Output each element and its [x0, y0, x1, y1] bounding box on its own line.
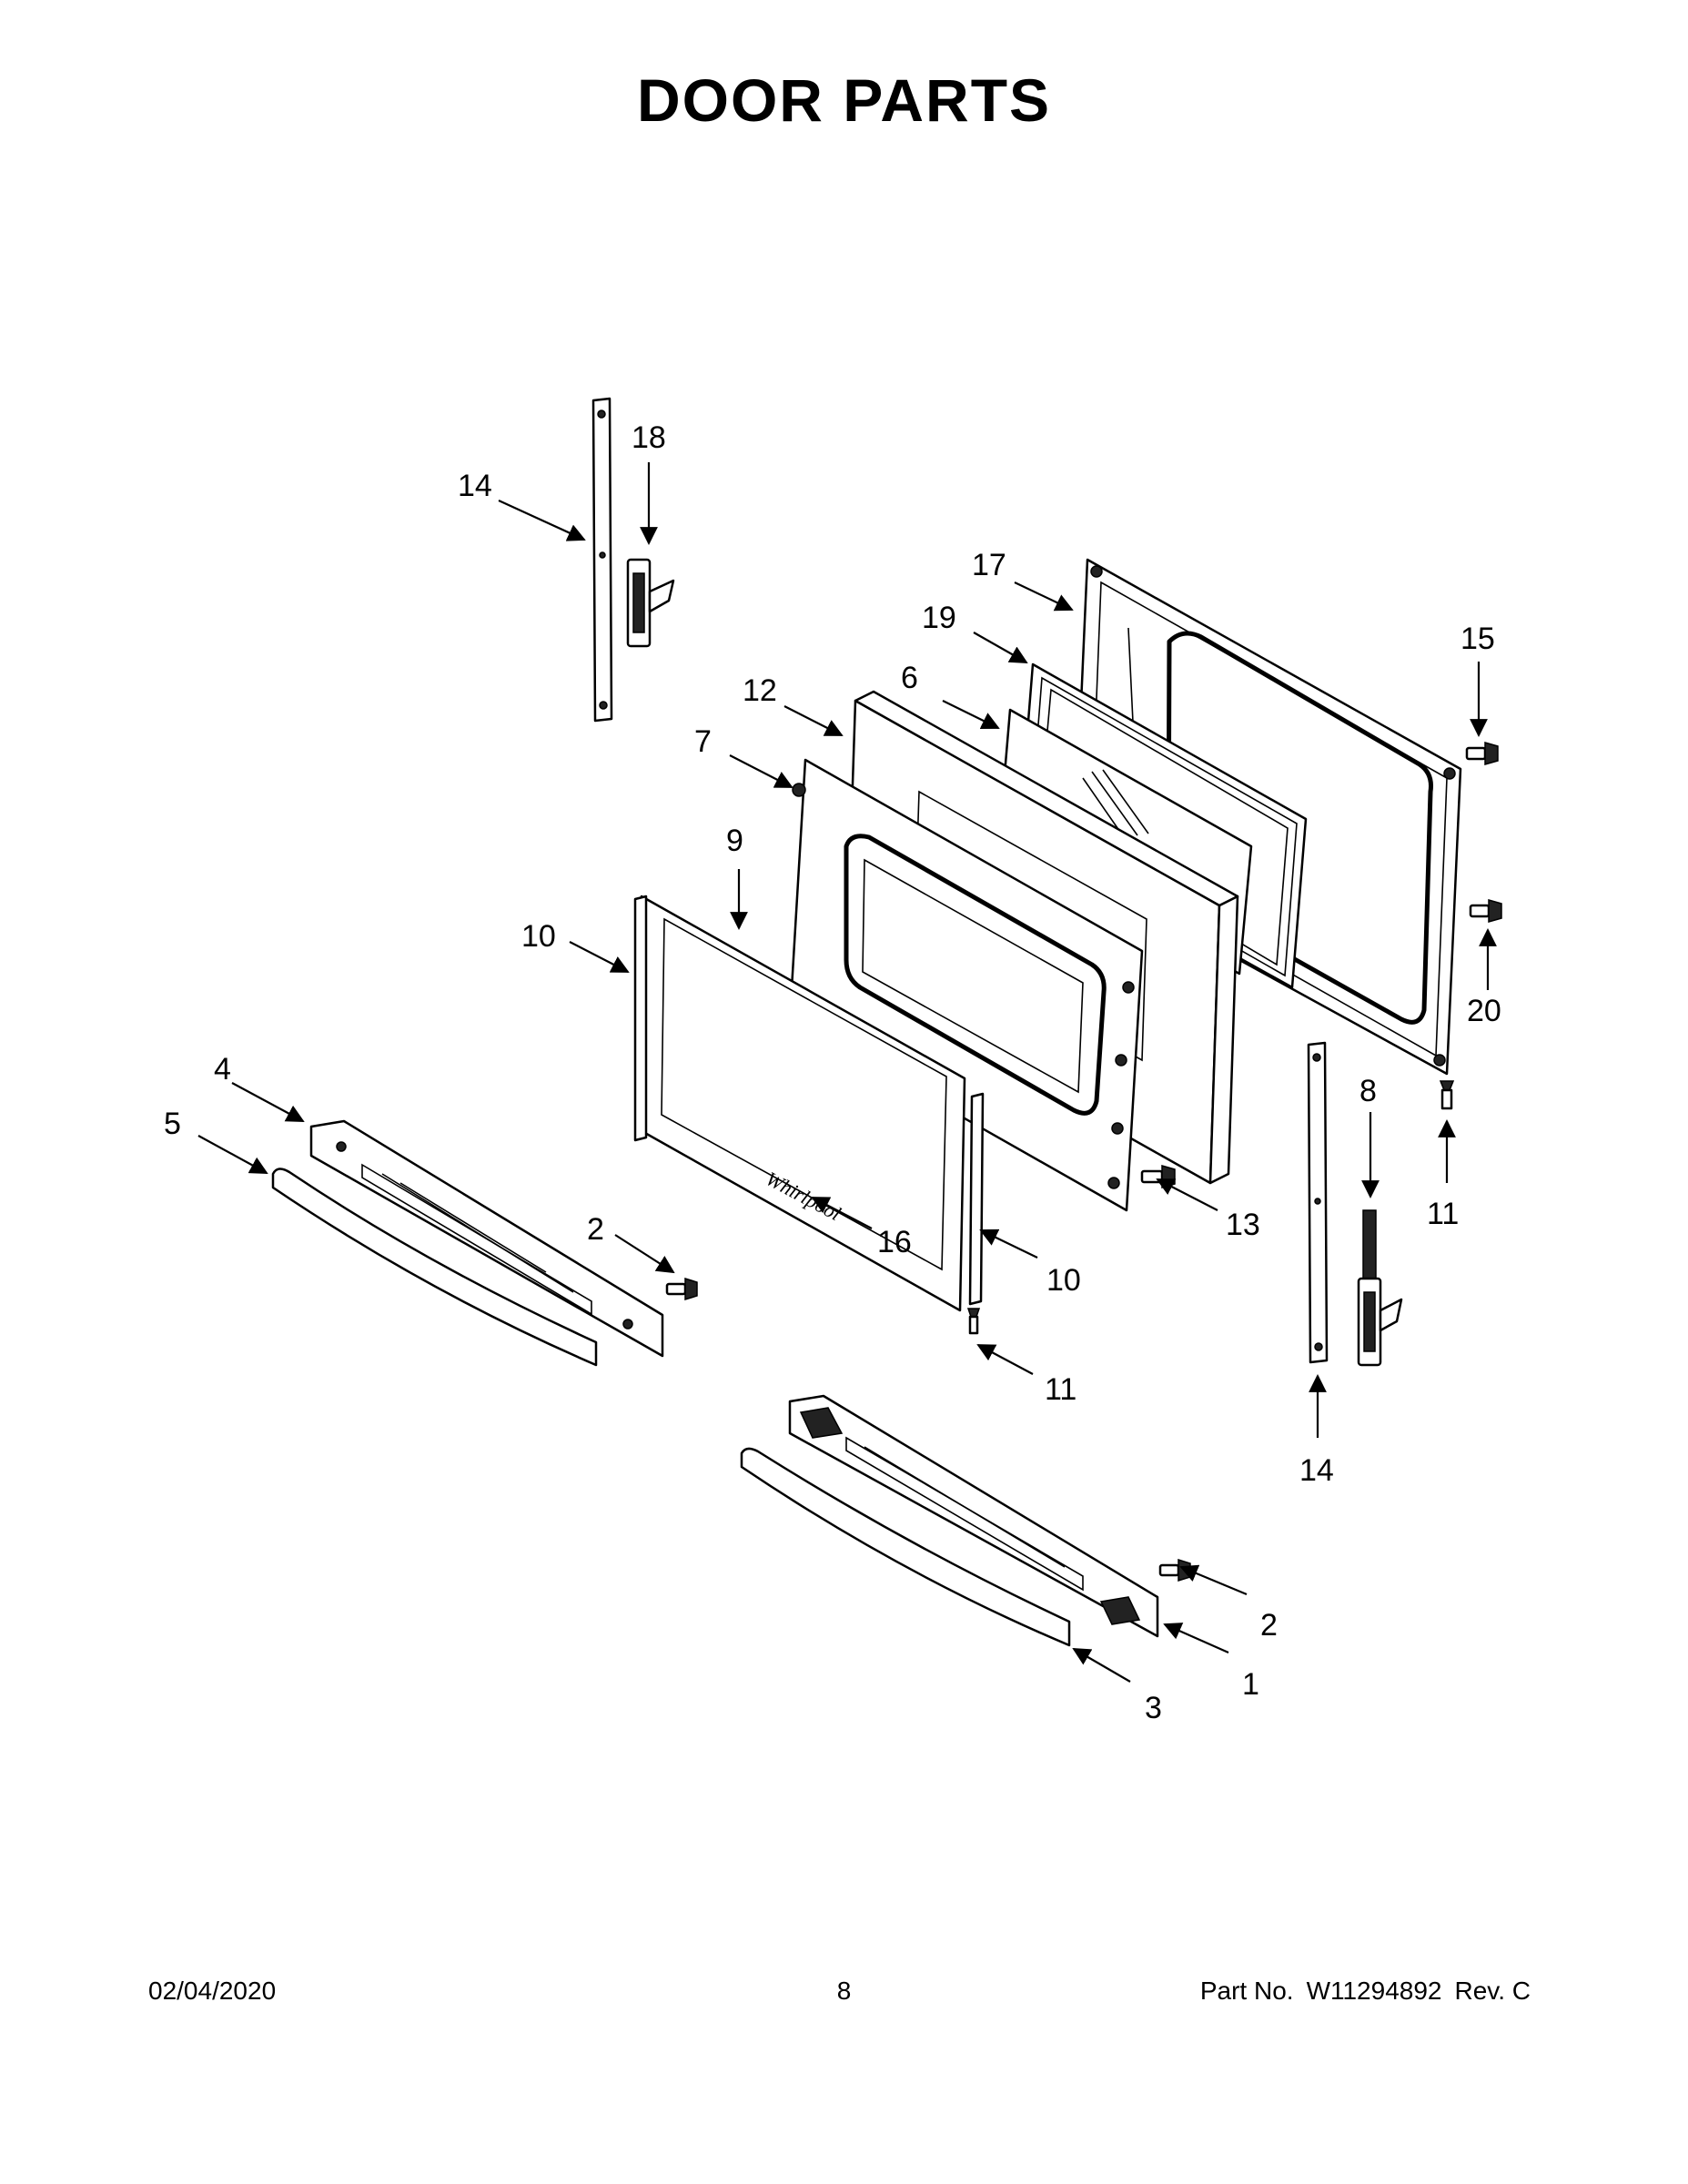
callout-11-right: 11	[1427, 1197, 1459, 1231]
callout-5: 5	[164, 1107, 181, 1141]
callout-8: 8	[1359, 1074, 1377, 1108]
hinge-receiver-14-top	[591, 397, 613, 723]
callout-17: 17	[972, 548, 1006, 582]
screw-13	[1140, 1165, 1176, 1188]
footer-date: 02/04/2020	[148, 1977, 277, 2005]
handle-base-4	[309, 1119, 664, 1358]
side-trim-10-right	[968, 1092, 985, 1306]
callout-10-right: 10	[1046, 1263, 1081, 1298]
callout-15: 15	[1461, 622, 1495, 656]
page-title: DOOR PARTS	[636, 66, 1052, 134]
callout-9: 9	[726, 824, 743, 858]
footer-page-number: 8	[836, 1977, 852, 2005]
inner-door-liner-7	[788, 758, 1144, 1212]
callout-4: 4	[214, 1052, 231, 1087]
screw-20	[1469, 899, 1502, 923]
leader-lines	[197, 462, 1497, 1683]
callout-18: 18	[632, 420, 666, 455]
screw-15	[1465, 742, 1499, 765]
callout-6: 6	[901, 661, 918, 695]
callout-14-bottom: 14	[1299, 1453, 1334, 1488]
callout-12: 12	[743, 673, 777, 708]
screw-11-right	[1439, 1080, 1455, 1110]
callout-2-upper: 2	[587, 1212, 604, 1247]
hinge-receiver-14-bottom	[1307, 1041, 1329, 1364]
footer-part-info: Part No. W11294892 Rev. C	[1188, 1977, 1531, 2006]
callout-3: 3	[1145, 1691, 1162, 1725]
hinge-8	[1357, 1209, 1403, 1367]
hinge-18	[626, 558, 675, 648]
screw-2-upper	[665, 1277, 698, 1301]
callout-19: 19	[922, 601, 956, 635]
callout-11-center: 11	[1045, 1372, 1076, 1407]
callout-10-left: 10	[521, 919, 556, 954]
callout-20: 20	[1467, 994, 1501, 1028]
callout-16: 16	[877, 1225, 912, 1259]
callout-7: 7	[694, 724, 712, 759]
callout-labels: 14 18 17 19 6 12 7 9 10 15 20 11 8 14 13…	[164, 420, 1501, 1725]
footer-part-label: Part No.	[1199, 1977, 1294, 2005]
callout-1: 1	[1242, 1667, 1259, 1702]
side-trim-10-left	[633, 895, 648, 1142]
footer-revision: Rev. C	[1454, 1977, 1531, 2005]
footer-part-number: W11294892	[1306, 1977, 1442, 2005]
screw-2-lower	[1158, 1558, 1191, 1582]
screw-11-left	[966, 1308, 981, 1335]
callout-14-top: 14	[458, 469, 492, 503]
callout-2-lower: 2	[1260, 1608, 1278, 1643]
handle-5	[271, 1168, 598, 1367]
handle-base-1	[788, 1394, 1159, 1638]
handle-3	[740, 1447, 1071, 1647]
callout-13: 13	[1226, 1208, 1260, 1242]
